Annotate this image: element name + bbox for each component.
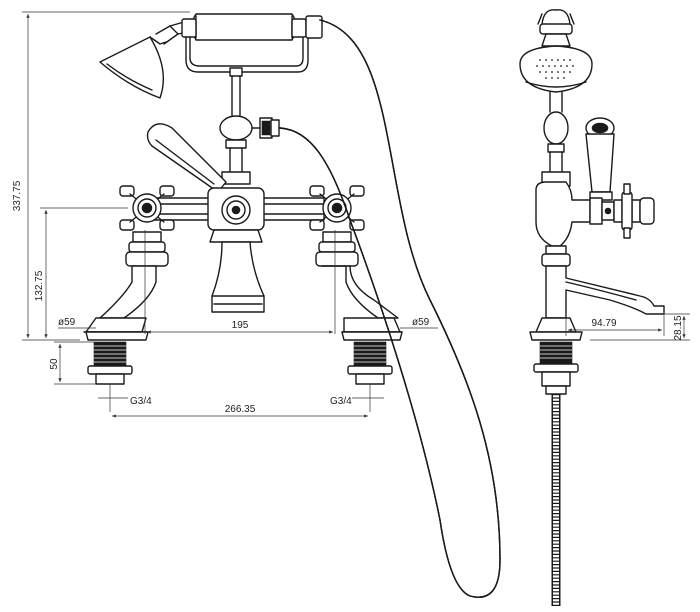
tap-body [151,187,325,243]
shower-cradle [181,13,323,73]
shower-nozzles [536,59,574,79]
side-view [519,9,665,606]
dim-spout-height: 132.75 [34,270,45,301]
dim-overall-height: 337.75 [12,180,23,211]
dim-left-diameter: ø59 [58,317,76,328]
dim-left-thread: G3/4 [130,396,152,407]
dim-spout-reach: 94.79 [591,318,616,329]
side-column [541,91,571,187]
dim-right-thread: G3/4 [330,396,352,407]
dim-spout-offset: 28.15 [673,315,684,340]
right-shank [347,341,393,385]
side-shank [533,341,579,395]
shower-head [99,21,189,99]
right-leg [321,265,403,341]
left-crosshead [119,185,175,267]
shower-hose [279,19,501,598]
left-leg [83,265,157,341]
side-lever [585,117,615,201]
riser-column [219,67,280,185]
side-hanger [537,9,575,47]
side-body [535,181,655,267]
dim-shank-centers: 266.35 [225,404,256,415]
dim-tap-centers: 195 [232,320,249,331]
spout [211,241,265,313]
left-shank [87,341,133,385]
diverter-lever [146,123,227,193]
dim-right-diameter: ø59 [412,317,430,328]
side-shower-head [519,45,593,93]
side-base [529,317,583,341]
side-dimensions: 94.79 28.15 [565,312,690,341]
right-crosshead [309,185,365,267]
front-view [83,13,501,598]
dim-shank-length: 50 [49,358,60,370]
side-spout [545,265,665,319]
front-dimensions: 337.75 132.75 ø59 ø59 195 50 G3/4 G3/4 2… [12,11,438,418]
